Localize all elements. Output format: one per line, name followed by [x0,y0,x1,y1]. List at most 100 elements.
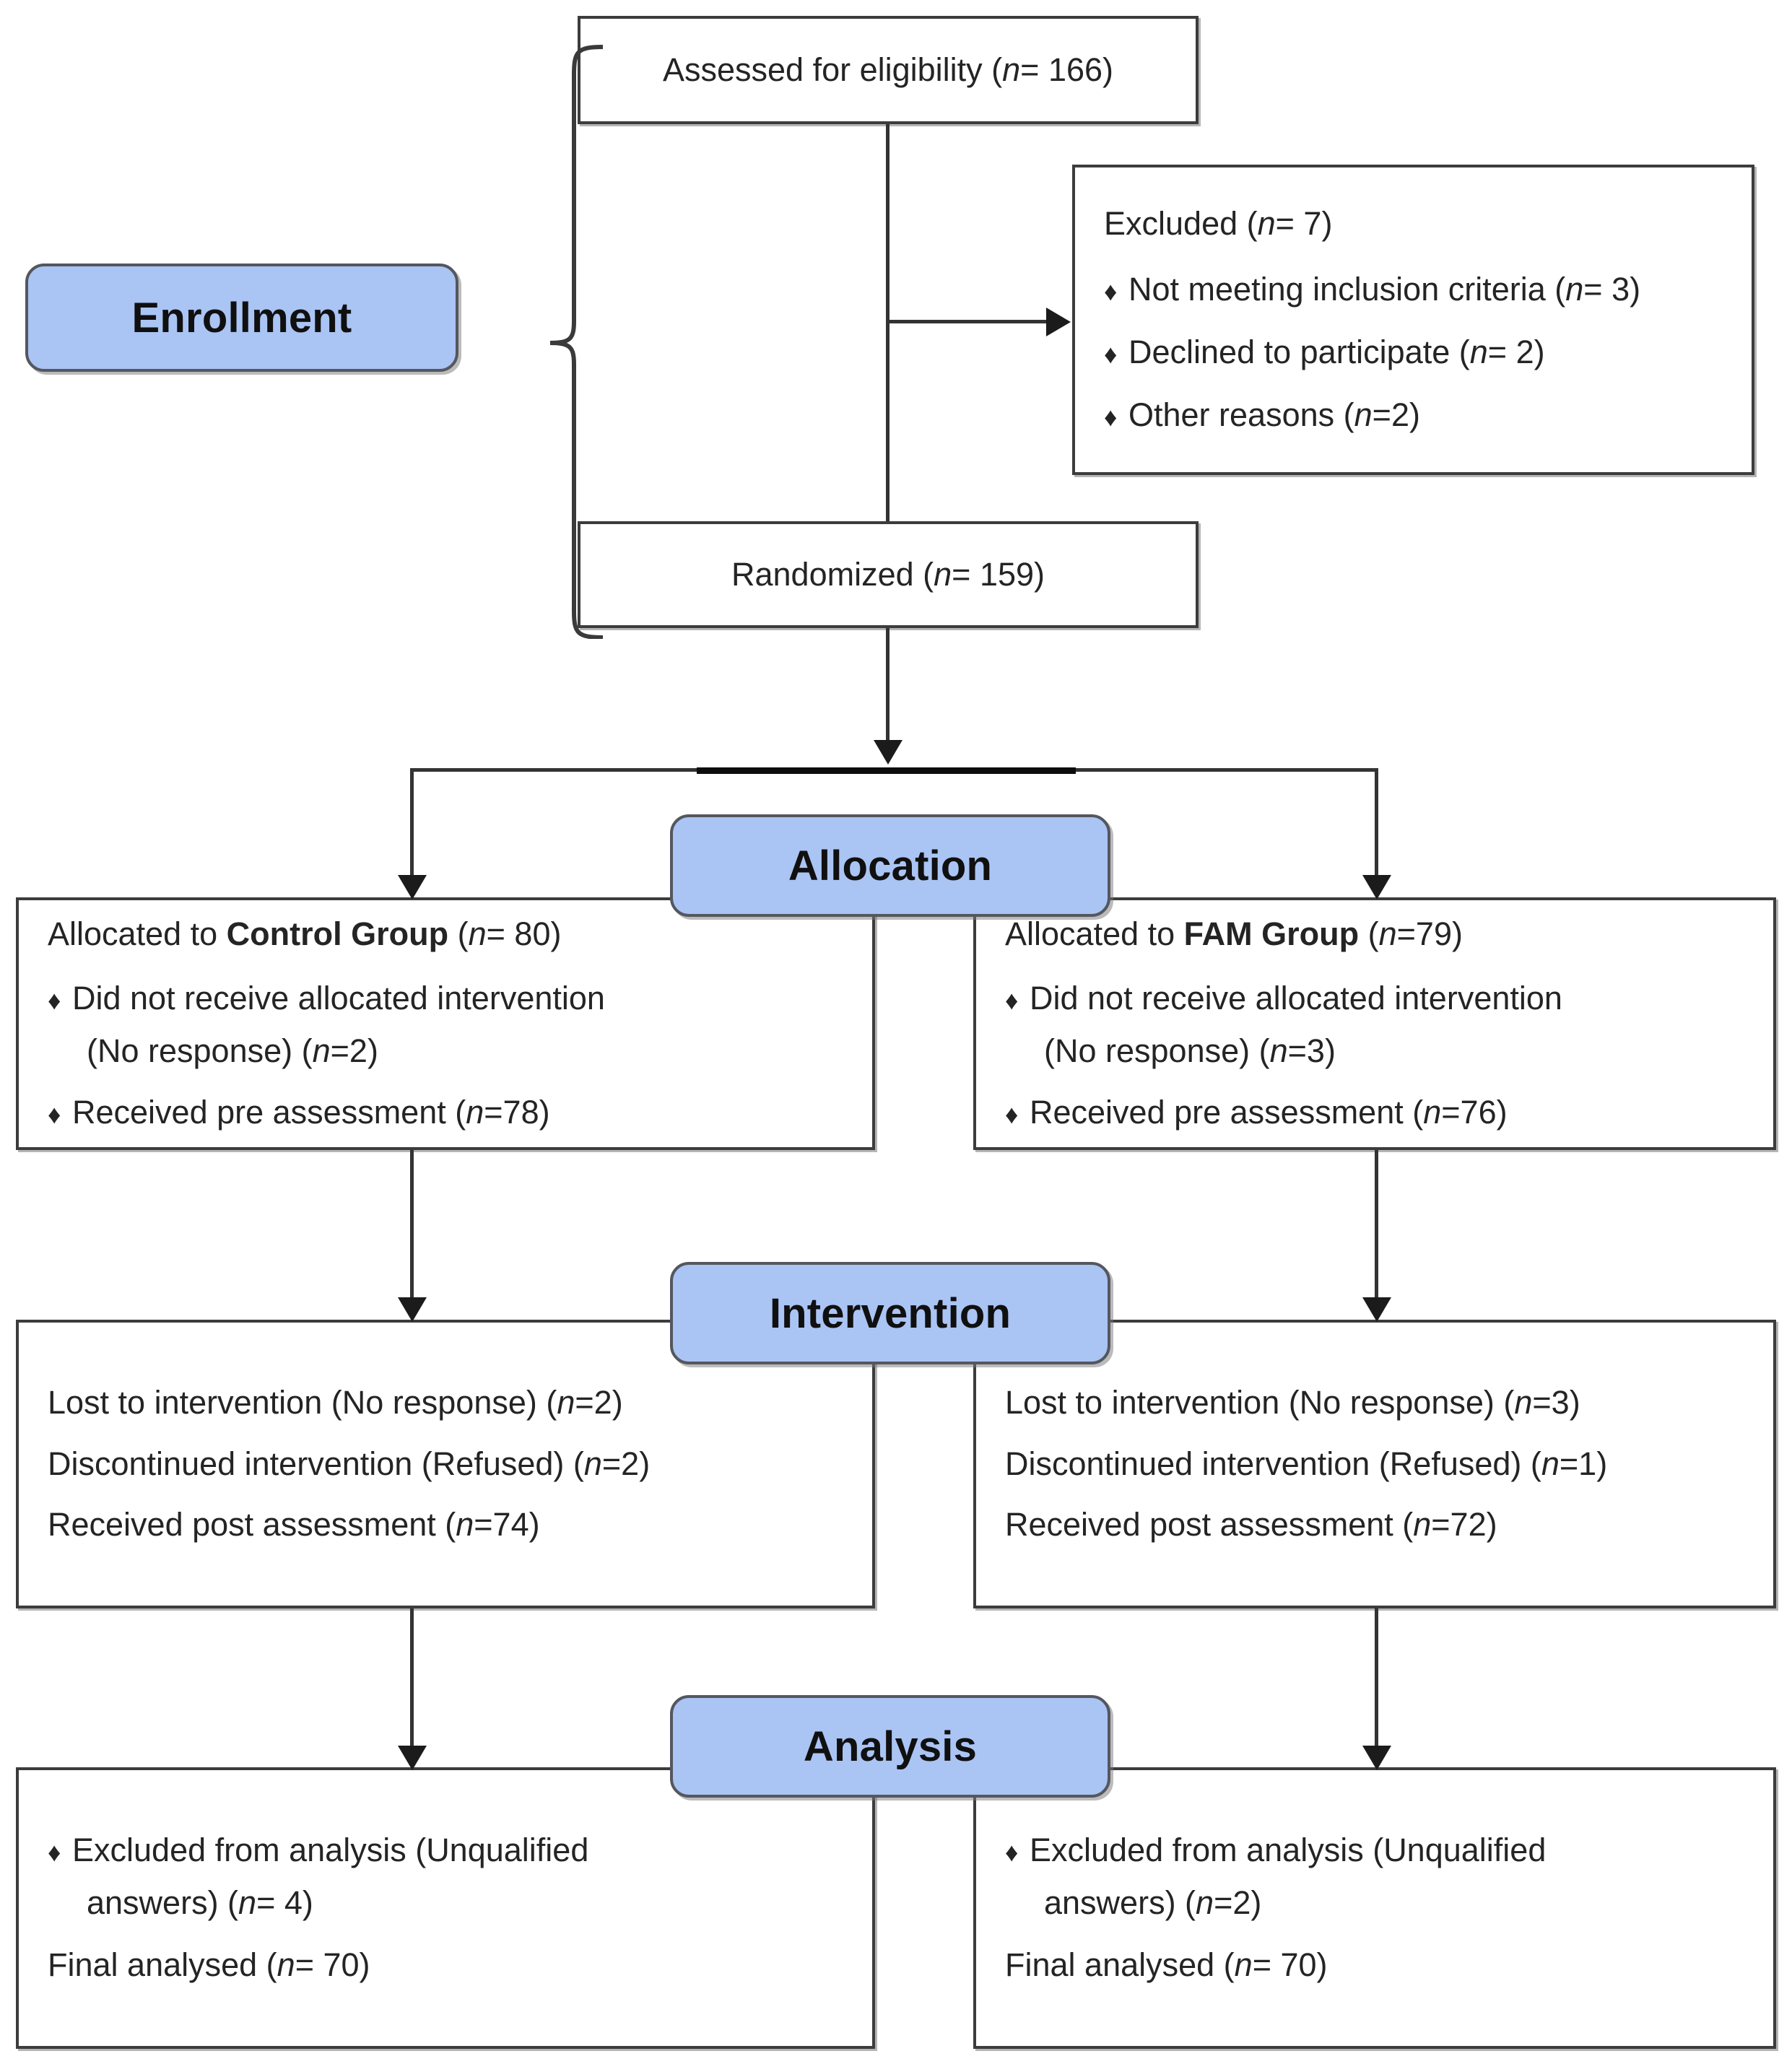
analysis-left-bullet-cont: answers) (n= 4) [48,1877,843,1930]
excluded-header-value: = 7) [1275,205,1333,243]
assessed-value: = 166) [1020,51,1114,88]
intervention-left-line-1-value: =2) [575,1383,623,1421]
analysis-right-bullet-cont: answers) (n=2) [1005,1877,1744,1930]
arrow-allocation-right-icon [1362,875,1391,900]
stage-label-enrollment-text: Enrollment [131,294,352,341]
analysis-right-bullet: ♦ Excluded from analysis (Unqualified [1005,1824,1744,1877]
arrow-allocation-left-icon [398,875,427,900]
italic-n-13: n [557,1383,575,1421]
allocation-left-header-post: ( [448,915,469,953]
allocation-left-header: Allocated to Control Group (n= 80) [48,908,843,961]
italic-n-10: n [1378,915,1397,953]
allocation-left-bullet-2-value: =78) [484,1093,550,1131]
analysis-right-final-value: = 70) [1252,1946,1328,1984]
assessed-for-eligibility-box: Assessed for eligibility (n= 166) [578,16,1199,124]
italic-n-5: n [1354,396,1373,433]
excluded-box: Excluded (n= 7) ♦Not meeting inclusion c… [1072,165,1754,475]
allocation-right-bullet-1: ♦ Did not receive allocated intervention [1005,972,1744,1025]
diamond-bullet-icon: ♦ [48,985,61,1016]
diamond-bullet-icon: ♦ [1104,276,1118,307]
diamond-bullet-icon: ♦ [1005,1837,1019,1867]
connector-randomized-down [886,628,890,744]
analysis-right-final: Final analysed (n= 70) [1005,1939,1744,1992]
arrow-to-excluded-icon [1046,308,1071,336]
intervention-left-line-3: Received post assessment (n=74) [48,1499,843,1551]
connector-interv-to-analysis-right [1375,1608,1378,1753]
stage-label-analysis: Analysis [670,1695,1110,1798]
excluded-header: Excluded (n= 7) [1104,198,1723,251]
assessed-for-eligibility-text: Assessed for eligibility (n= 166) [663,44,1113,97]
intervention-left-line-3-value: =74) [474,1506,540,1543]
assessed-label: Assessed for eligibility ( [662,51,1003,88]
allocation-right-header-post: ( [1359,915,1379,953]
allocation-left-bullet-2: ♦Received pre assessment (n=78) [48,1087,843,1139]
allocation-split-bar [697,767,1076,774]
intervention-right-line-3-text: Received post assessment ( [1005,1506,1414,1543]
intervention-left-line-1: Lost to intervention (No response) (n=2) [48,1377,843,1429]
italic-n-4: n [1469,334,1488,370]
allocation-left-bullet-1-text: Did not receive allocated intervention [72,980,605,1017]
italic-n-2: n [1257,205,1276,243]
allocation-left-group-name: Control Group [226,915,449,953]
connector-alloc-to-interv-left [410,1150,414,1305]
arrow-intervention-right-icon [1362,1297,1391,1322]
diamond-bullet-icon: ♦ [1104,339,1118,369]
intervention-left-line-1-text: Lost to intervention (No response) ( [48,1383,557,1421]
intervention-right-line-2: Discontinued intervention (Refused) (n=1… [1005,1438,1744,1491]
allocation-right-bullet-1-text: Did not receive allocated intervention [1030,980,1562,1017]
randomized-value: = 159) [952,555,1045,593]
italic-n-14: n [583,1445,602,1482]
analysis-left-bullet-text: Excluded from analysis (Unqualified [72,1831,589,1868]
analysis-fam-group-box: ♦ Excluded from analysis (Unqualified ans… [973,1767,1776,2049]
italic-n-16: n [1514,1383,1533,1421]
italic-n-6: n [934,555,952,593]
enrollment-bracket [549,45,604,639]
allocation-left-bullet-1-cont-text: (No response) ( [87,1032,313,1069]
analysis-left-bullet-cont-text: answers) ( [87,1884,239,1921]
intervention-left-line-2: Discontinued intervention (Refused) (n=2… [48,1438,843,1491]
intervention-right-line-1: Lost to intervention (No response) (n=3) [1005,1377,1744,1429]
analysis-left-bullet: ♦ Excluded from analysis (Unqualified [48,1824,843,1877]
intervention-left-line-2-text: Discontinued intervention (Refused) ( [48,1445,584,1482]
diamond-bullet-icon: ♦ [1005,985,1019,1016]
connector-to-excluded [886,320,1048,323]
italic-n-19: n [238,1884,257,1921]
analysis-right-bullet-text: Excluded from analysis (Unqualified [1030,1831,1547,1868]
allocation-left-bullet-1: ♦ Did not receive allocated intervention [48,972,843,1025]
allocation-left-bullet-1-cont: (No response) (n=2) [48,1025,843,1078]
intervention-right-line-3: Received post assessment (n=72) [1005,1499,1744,1551]
connector-split-left-down [410,768,414,894]
analysis-right-bullet-cont-text: answers) ( [1044,1884,1196,1921]
italic-n-7: n [468,915,487,953]
italic-n-1: n [1002,51,1021,88]
intervention-right-line-1-text: Lost to intervention (No response) ( [1005,1383,1515,1421]
excluded-reason-value: = 3) [1583,271,1641,308]
italic-n-9: n [466,1093,484,1131]
analysis-right-bullet-value: =2) [1214,1884,1262,1921]
allocation-right-bullet-1-cont-text: (No response) ( [1044,1032,1270,1069]
italic-n-18: n [1413,1506,1432,1543]
allocation-left-bullet-1-value: =2) [330,1032,378,1069]
excluded-reason-text: Declined to participate ( [1128,334,1470,370]
connector-alloc-to-interv-right [1375,1150,1378,1305]
allocation-right-group-name: FAM Group [1183,915,1360,953]
excluded-reason-text: Other reasons ( [1128,396,1354,433]
italic-n-11: n [1269,1032,1288,1069]
allocation-left-bullet-2-text: Received pre assessment ( [72,1093,466,1131]
allocation-right-bullet-2-value: =76) [1441,1093,1508,1131]
analysis-left-final-value: = 70) [295,1946,370,1984]
stage-label-allocation: Allocation [670,814,1110,917]
stage-label-allocation-text: Allocation [788,842,993,889]
intervention-control-group-box: Lost to intervention (No response) (n=2)… [16,1320,875,1608]
allocation-right-bullet-2: ♦Received pre assessment (n=76) [1005,1087,1744,1139]
analysis-left-bullet-value: = 4) [256,1884,313,1921]
italic-n-21: n [1196,1884,1214,1921]
italic-n-8: n [312,1032,331,1069]
allocation-control-group-box: Allocated to Control Group (n= 80) ♦ Did … [16,897,875,1150]
analysis-left-final: Final analysed (n= 70) [48,1939,843,1992]
italic-n-15: n [456,1506,474,1543]
arrow-randomized-down-icon [874,740,902,765]
italic-n-3: n [1565,271,1584,308]
diamond-bullet-icon: ♦ [48,1837,61,1867]
